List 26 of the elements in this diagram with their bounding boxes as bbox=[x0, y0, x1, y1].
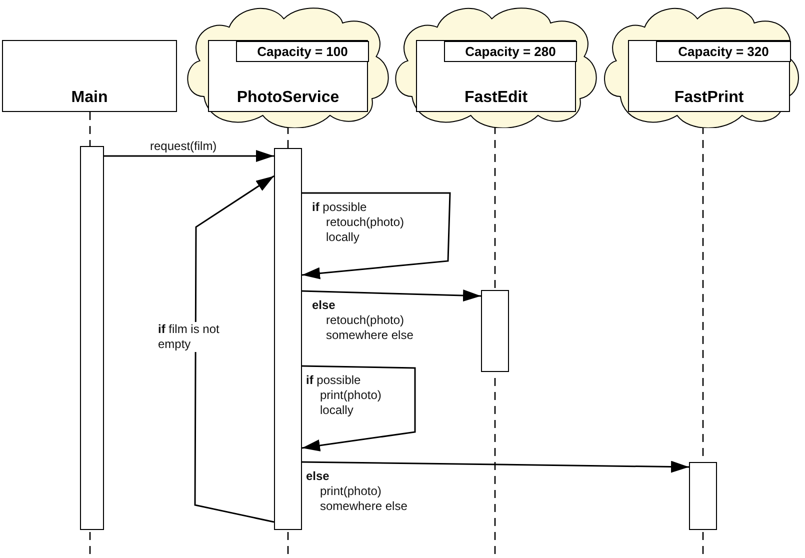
self-message-arrow bbox=[194, 175, 274, 523]
message-arrow bbox=[104, 150, 274, 162]
capacity-tag: Capacity = 320 bbox=[656, 41, 791, 62]
participant-name: FastPrint bbox=[674, 89, 744, 107]
participant-box bbox=[628, 40, 790, 112]
activation-bar bbox=[689, 462, 717, 530]
message-label: if possible print(photo) locally bbox=[306, 373, 382, 418]
message-arrow bbox=[302, 460, 690, 473]
participant-name: FastEdit bbox=[464, 89, 528, 107]
message-arrow bbox=[302, 290, 482, 302]
participant-name: PhotoService bbox=[236, 89, 340, 107]
participant-box: Main bbox=[2, 40, 177, 112]
message-label: else retouch(photo) somewhere else bbox=[312, 298, 414, 343]
capacity-tag: Capacity = 280 bbox=[444, 41, 577, 62]
message-label: if film is not empty bbox=[158, 322, 220, 352]
message-label: else print(photo) somewhere else bbox=[306, 469, 408, 514]
activation-bar bbox=[80, 146, 104, 530]
self-message-arrow bbox=[302, 192, 451, 280]
participant-box bbox=[208, 40, 368, 112]
activation-bar bbox=[481, 290, 509, 372]
message-label: if possible retouch(photo) locally bbox=[312, 200, 404, 245]
participant-box bbox=[416, 40, 576, 112]
message-label: request(film) bbox=[150, 139, 217, 154]
self-message-arrow bbox=[302, 365, 416, 452]
capacity-tag: Capacity = 100 bbox=[236, 41, 369, 62]
activation-bar bbox=[274, 148, 302, 530]
